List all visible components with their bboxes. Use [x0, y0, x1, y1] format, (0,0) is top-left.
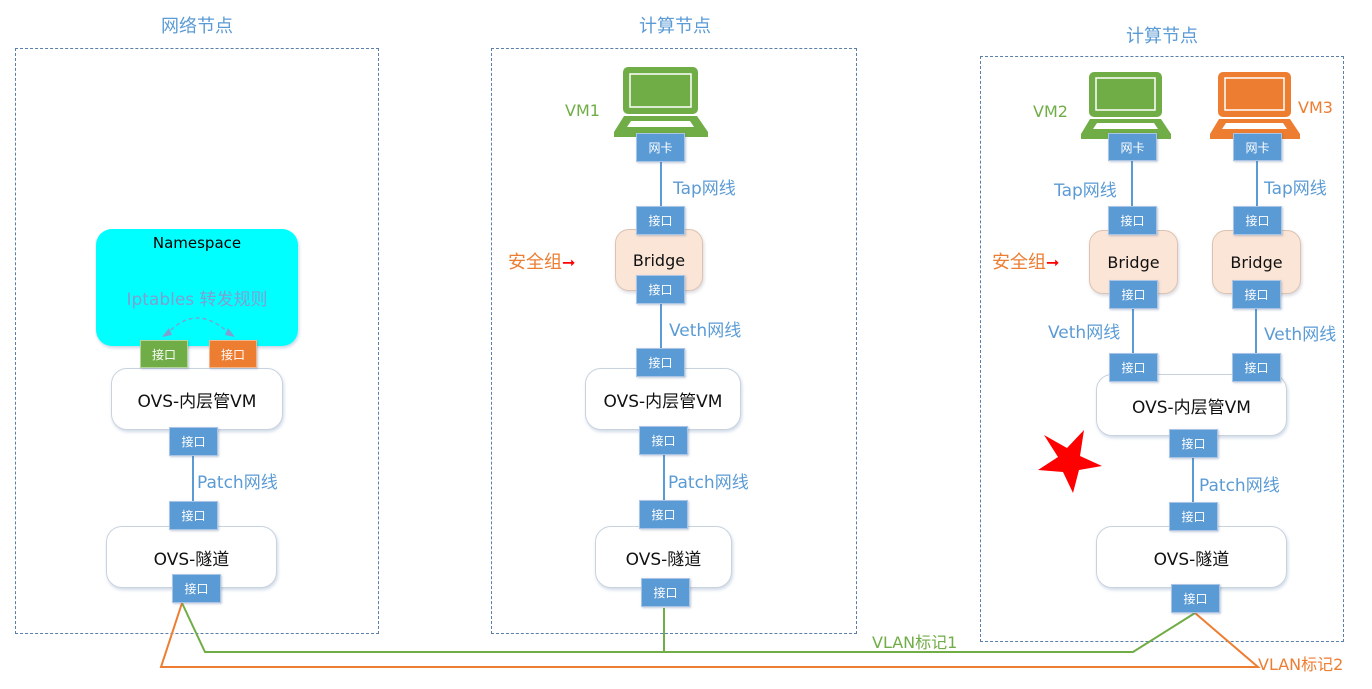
- vm3-nic[interactable]: 网卡: [1233, 133, 1282, 161]
- ovs-tunnel-compute2[interactable]: OVS-隧道: [1096, 526, 1287, 588]
- ovs-tunnel-compute2-interface-top[interactable]: 接口: [1169, 502, 1218, 531]
- ovs-inner-compute2[interactable]: OVS-内层管VM: [1096, 374, 1287, 436]
- tap-wire-label-vm2: Tap网线: [1054, 181, 1117, 201]
- ovs-inner-compute2-interface-top-left[interactable]: 接口: [1109, 353, 1158, 382]
- security-group-label-2: 安全组➞: [992, 248, 1059, 274]
- vlan-tag-2-label: VLAN标记2: [1258, 655, 1344, 674]
- patch-wire-label-network: Patch网线: [197, 473, 278, 493]
- ovs-inner-compute1[interactable]: OVS-内层管VM: [585, 368, 741, 430]
- bridge-vm1-interface-top[interactable]: 接口: [636, 206, 685, 235]
- bridge-vm3-interface-bottom[interactable]: 接口: [1232, 280, 1281, 309]
- compute-node-2-title: 计算节点: [1126, 26, 1198, 47]
- red-arrow-icon: ➞: [562, 253, 576, 272]
- security-group-text-1: 安全组: [508, 252, 562, 273]
- compute-node-1-title: 计算节点: [639, 16, 711, 37]
- ovs-tunnel-compute2-interface-bottom[interactable]: 接口: [1171, 584, 1220, 613]
- network-node-title: 网络节点: [161, 16, 233, 37]
- ovs-tunnel-compute1[interactable]: OVS-隧道: [595, 526, 732, 588]
- namespace-box[interactable]: Namespace Iptables 转发规则: [96, 229, 298, 346]
- patch-wire-label-compute2: Patch网线: [1199, 476, 1280, 496]
- tap-wire-label-vm3: Tap网线: [1264, 179, 1327, 199]
- ovs-inner-network-interface-bottom[interactable]: 接口: [169, 427, 218, 456]
- vm1-label: VM1: [565, 101, 600, 120]
- vm2-nic[interactable]: 网卡: [1108, 133, 1157, 161]
- vm3-label: VM3: [1298, 98, 1333, 117]
- vm2-label: VM2: [1033, 102, 1068, 121]
- vm1-nic[interactable]: 网卡: [636, 133, 685, 162]
- namespace-interface-left[interactable]: 接口: [140, 340, 188, 368]
- ovs-inner-network[interactable]: OVS-内层管VM: [111, 368, 283, 430]
- ovs-tunnel-network-interface-bottom[interactable]: 接口: [172, 574, 221, 603]
- ovs-tunnel-network-interface-top[interactable]: 接口: [169, 501, 218, 530]
- ovs-inner-compute2-interface-bottom[interactable]: 接口: [1169, 429, 1218, 458]
- tap-wire-label-vm1: Tap网线: [673, 179, 736, 199]
- security-group-text-2: 安全组: [992, 252, 1046, 273]
- red-arrow-icon: ➞: [1046, 253, 1060, 272]
- veth-wire-label-vm3: Veth网线: [1264, 325, 1337, 345]
- ovs-inner-compute1-interface-bottom[interactable]: 接口: [639, 426, 688, 455]
- ovs-inner-compute2-interface-top-right[interactable]: 接口: [1232, 353, 1281, 382]
- ovs-inner-compute1-interface-top[interactable]: 接口: [636, 348, 685, 377]
- forward-arrows-icon: [162, 317, 235, 337]
- ovs-tunnel-compute1-interface-top[interactable]: 接口: [639, 500, 688, 529]
- patch-wire-label-compute1: Patch网线: [668, 473, 749, 493]
- namespace-title: Namespace: [152, 234, 242, 252]
- bridge-vm1-interface-bottom[interactable]: 接口: [636, 275, 685, 304]
- ovs-tunnel-compute1-interface-bottom[interactable]: 接口: [641, 578, 690, 607]
- bridge-vm2-interface-top[interactable]: 接口: [1108, 206, 1157, 235]
- vlan-tag-1-label: VLAN标记1: [872, 633, 958, 652]
- bridge-vm3-interface-top[interactable]: 接口: [1233, 206, 1282, 235]
- veth-wire-label-vm1: Veth网线: [669, 321, 742, 341]
- namespace-interface-right[interactable]: 接口: [209, 340, 257, 368]
- veth-wire-label-vm2: Veth网线: [1048, 323, 1121, 343]
- bridge-vm2-interface-bottom[interactable]: 接口: [1109, 280, 1158, 309]
- iptables-rule-label: Iptables 转发规则: [126, 290, 268, 310]
- security-group-label-1: 安全组➞: [508, 248, 575, 274]
